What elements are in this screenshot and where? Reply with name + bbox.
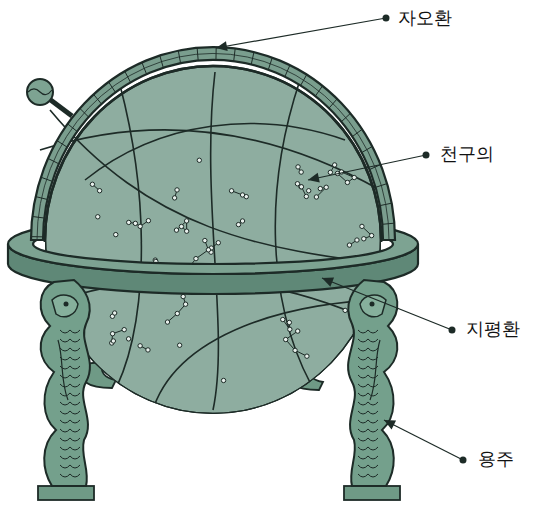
constellation — [165, 294, 188, 324]
leader-dot — [460, 457, 467, 464]
leader-line — [384, 420, 463, 460]
constellation — [186, 238, 211, 242]
constellation — [306, 189, 310, 193]
constellation — [111, 339, 115, 343]
constellation — [347, 238, 359, 242]
leader-arrowhead — [322, 277, 334, 286]
globe-sphere — [45, 66, 381, 414]
leader-dot — [423, 152, 430, 159]
constellation — [221, 378, 225, 382]
axis-knob — [27, 79, 72, 116]
constellation — [296, 165, 304, 175]
leader-line — [216, 18, 386, 48]
leader-dot — [383, 15, 390, 22]
constellation — [306, 189, 310, 193]
globe-grid-line — [211, 72, 219, 242]
constellation — [96, 215, 100, 219]
constellation — [229, 189, 248, 199]
constellation — [360, 224, 374, 241]
constellation — [295, 182, 308, 199]
part-label: 지평환 — [466, 318, 520, 340]
meridian-ring — [31, 47, 395, 240]
constellation — [343, 308, 347, 312]
globe-grid-line — [110, 85, 141, 242]
leader-arrowhead — [216, 41, 228, 51]
constellation — [281, 317, 292, 331]
part-label: 용주 — [478, 448, 514, 470]
globe-grid-line — [85, 124, 345, 180]
constellation — [96, 215, 100, 219]
constellation — [197, 158, 201, 162]
constellation — [114, 232, 118, 236]
part-label: 천구의 — [440, 143, 494, 165]
constellation — [209, 241, 221, 242]
constellation — [90, 182, 102, 193]
leader-dot — [449, 327, 456, 334]
constellation — [283, 329, 309, 358]
dragon-pillar — [38, 280, 94, 500]
constellation — [197, 158, 201, 162]
constellation — [174, 219, 189, 234]
leader-arrowhead — [384, 420, 396, 429]
leader-line — [308, 155, 426, 180]
constellation — [138, 344, 150, 353]
leader-line — [322, 278, 452, 330]
constellation — [177, 343, 181, 347]
constellation — [126, 337, 130, 341]
globe-grid-line — [275, 80, 320, 242]
constellation — [127, 218, 151, 228]
leader-arrowhead — [308, 173, 320, 183]
constellation — [209, 241, 221, 255]
globe-upper — [40, 66, 395, 242]
constellation — [110, 327, 127, 345]
constellation — [110, 311, 117, 319]
constellation — [314, 185, 328, 199]
dragon-pillar — [344, 280, 400, 500]
leader-lines — [216, 15, 467, 464]
constellation — [172, 188, 179, 200]
constellation — [236, 219, 244, 227]
constellation — [114, 232, 118, 236]
part-label: 자오환 — [398, 7, 452, 29]
